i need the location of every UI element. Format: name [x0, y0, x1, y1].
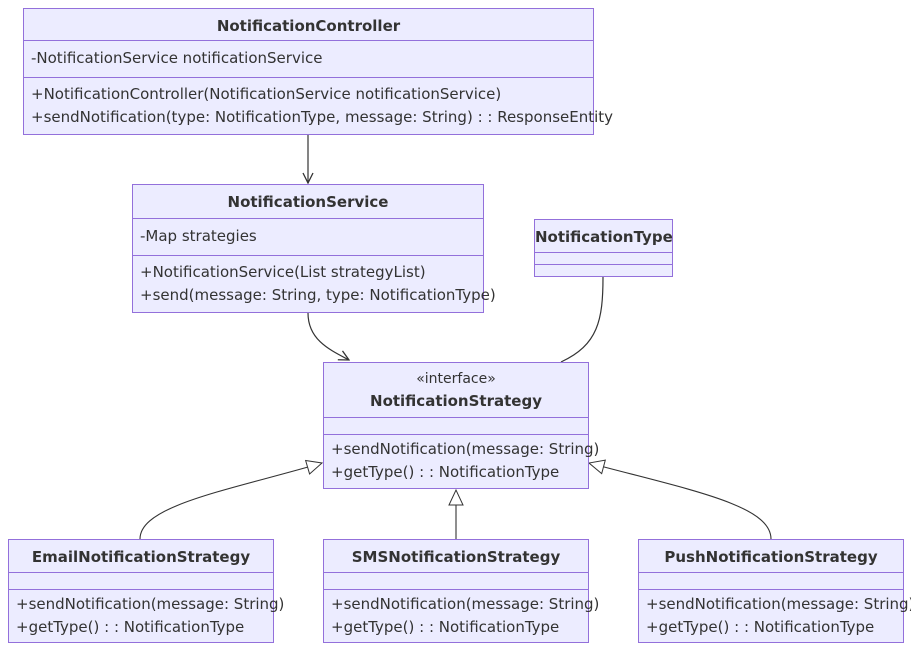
edge-type-to-strategy	[560, 276, 604, 363]
attributes-section	[535, 252, 672, 264]
attributes-section	[324, 572, 588, 589]
class-header: SMSNotificationStrategy	[324, 540, 588, 572]
method-row: +send(message: String, type: Notificatio…	[140, 286, 496, 304]
class-notification-strategy[interactable]: «interface» NotificationStrategy +sendNo…	[323, 362, 600, 489]
method-row: +getType() : : NotificationType	[331, 463, 560, 481]
method-row: +NotificationService(List strategyList)	[140, 263, 426, 281]
class-email-notification-strategy[interactable]: EmailNotificationStrategy +sendNotificat…	[8, 539, 285, 643]
edge-service-to-strategy	[307, 312, 349, 360]
class-name: EmailNotificationStrategy	[31, 548, 251, 566]
attributes-section	[324, 417, 588, 434]
class-name: NotificationController	[216, 17, 401, 35]
class-header: PushNotificationStrategy	[639, 540, 903, 572]
class-header: NotificationType	[535, 220, 673, 252]
method-row: +sendNotification(message: String)	[331, 595, 600, 613]
method-row: +getType() : : NotificationType	[331, 618, 560, 636]
methods-section: +sendNotification(message: String) +getT…	[9, 589, 285, 642]
methods-section: +sendNotification(message: String) +getT…	[639, 589, 911, 642]
attribute-row: -Map strategies	[140, 227, 257, 245]
class-notification-type[interactable]: NotificationType	[534, 219, 673, 277]
method-row: +sendNotification(message: String)	[16, 595, 285, 613]
method-row: +sendNotification(message: String)	[331, 440, 600, 458]
class-name: NotificationStrategy	[370, 392, 542, 410]
class-name: SMSNotificationStrategy	[351, 548, 561, 566]
method-row: +getType() : : NotificationType	[646, 618, 875, 636]
methods-section: +sendNotification(message: String) +getT…	[324, 434, 600, 488]
class-notification-service[interactable]: NotificationService -Map strategies +Not…	[132, 184, 496, 313]
attributes-section: -NotificationService notificationService	[24, 40, 593, 77]
class-name: NotificationService	[227, 193, 389, 211]
methods-section: +NotificationService(List strategyList) …	[133, 255, 496, 312]
method-row: +NotificationController(NotificationServ…	[31, 85, 502, 103]
edge-push-realizes-strategy	[587, 459, 772, 540]
method-row: +sendNotification(type: NotificationType…	[31, 108, 614, 126]
method-row: +getType() : : NotificationType	[16, 618, 245, 636]
attributes-section	[9, 572, 273, 589]
methods-section: +sendNotification(message: String) +getT…	[324, 589, 600, 642]
class-header: EmailNotificationStrategy	[9, 540, 273, 572]
class-sms-notification-strategy[interactable]: SMSNotificationStrategy +sendNotificatio…	[323, 539, 600, 643]
class-notification-controller[interactable]: NotificationController -NotificationServ…	[23, 8, 614, 135]
class-header: NotificationController	[24, 9, 593, 40]
methods-section: +NotificationController(NotificationServ…	[24, 77, 614, 134]
methods-section	[535, 264, 672, 276]
class-header: «interface» NotificationStrategy	[324, 363, 588, 417]
class-name: NotificationType	[535, 228, 673, 246]
edge-email-realizes-strategy	[139, 459, 324, 540]
method-row: +sendNotification(message: String)	[646, 595, 911, 613]
class-name: PushNotificationStrategy	[664, 548, 878, 566]
class-push-notification-strategy[interactable]: PushNotificationStrategy +sendNotificati…	[638, 539, 911, 643]
attributes-section: -Map strategies	[133, 218, 483, 255]
attribute-row: -NotificationService notificationService	[31, 49, 323, 67]
stereotype-label: «interface»	[416, 371, 496, 387]
class-header: NotificationService	[133, 185, 483, 218]
attributes-section	[639, 572, 903, 589]
